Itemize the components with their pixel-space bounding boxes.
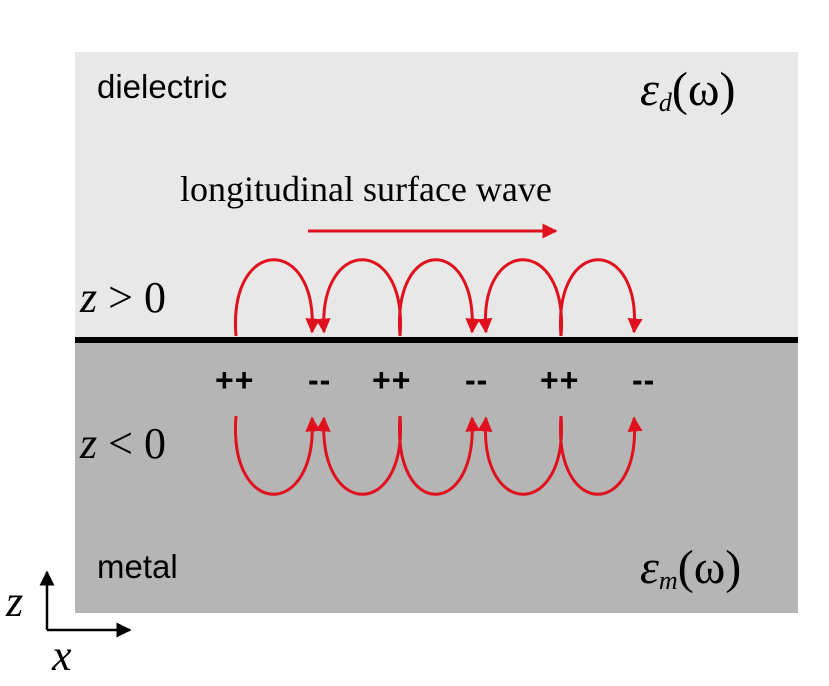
field-loop: [398, 415, 481, 496]
upper-field-loops: [234, 258, 643, 337]
metal-permittivity: εm(ω): [640, 541, 742, 595]
charge-positive: ++: [540, 362, 580, 398]
axis-z-label: z: [6, 577, 24, 626]
axis-x-label: x: [52, 631, 72, 680]
z-negative-label: z < 0: [80, 419, 166, 468]
interface-line: [75, 337, 798, 343]
charge-negative: --: [308, 362, 332, 398]
dielectric-label: dielectric: [97, 68, 228, 105]
field-loop: [234, 415, 321, 496]
charge-positive: ++: [215, 362, 255, 398]
charge-negative: --: [632, 362, 656, 398]
lower-field-loops: [234, 415, 643, 496]
metal-region: [75, 341, 798, 613]
wave-label: longitudinal surface wave: [180, 169, 552, 209]
coordinate-axes: [39, 570, 132, 638]
dielectric-permittivity: εd(ω): [640, 63, 736, 117]
field-loop: [398, 258, 481, 337]
dielectric-region: [75, 52, 798, 341]
charge-positive: ++: [372, 362, 412, 398]
field-loop: [315, 258, 402, 337]
charge-negative: --: [465, 362, 489, 398]
field-loop: [234, 258, 321, 337]
field-loop: [477, 258, 563, 337]
field-loop: [559, 415, 643, 496]
field-loop: [315, 415, 402, 496]
field-loop: [477, 415, 563, 496]
z-positive-label: z > 0: [80, 273, 166, 322]
field-loop: [559, 258, 643, 337]
metal-label: metal: [97, 548, 178, 585]
